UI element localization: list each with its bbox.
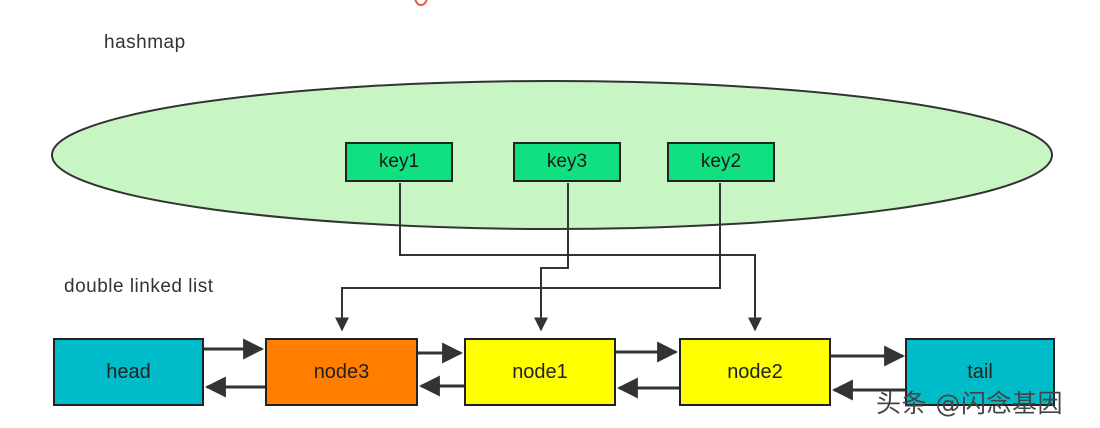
key-box-key1: key1	[345, 142, 453, 182]
pointer-key1-node2	[399, 183, 762, 332]
hashmap-label: hashmap	[104, 32, 186, 53]
node-node3: node3	[265, 338, 418, 406]
node-tail: tail	[905, 338, 1055, 406]
node-node2: node2	[679, 338, 831, 406]
key-box-key2: key2	[667, 142, 775, 182]
key-box-key3: key3	[513, 142, 621, 182]
pointer-key3-node1	[534, 183, 569, 332]
node-node1: node1	[464, 338, 616, 406]
node-head: head	[53, 338, 204, 406]
pointer-key2-node3	[335, 183, 721, 332]
watermark-text: 头条 @闪念基因	[876, 389, 1063, 418]
list-label: double linked list	[64, 276, 214, 297]
